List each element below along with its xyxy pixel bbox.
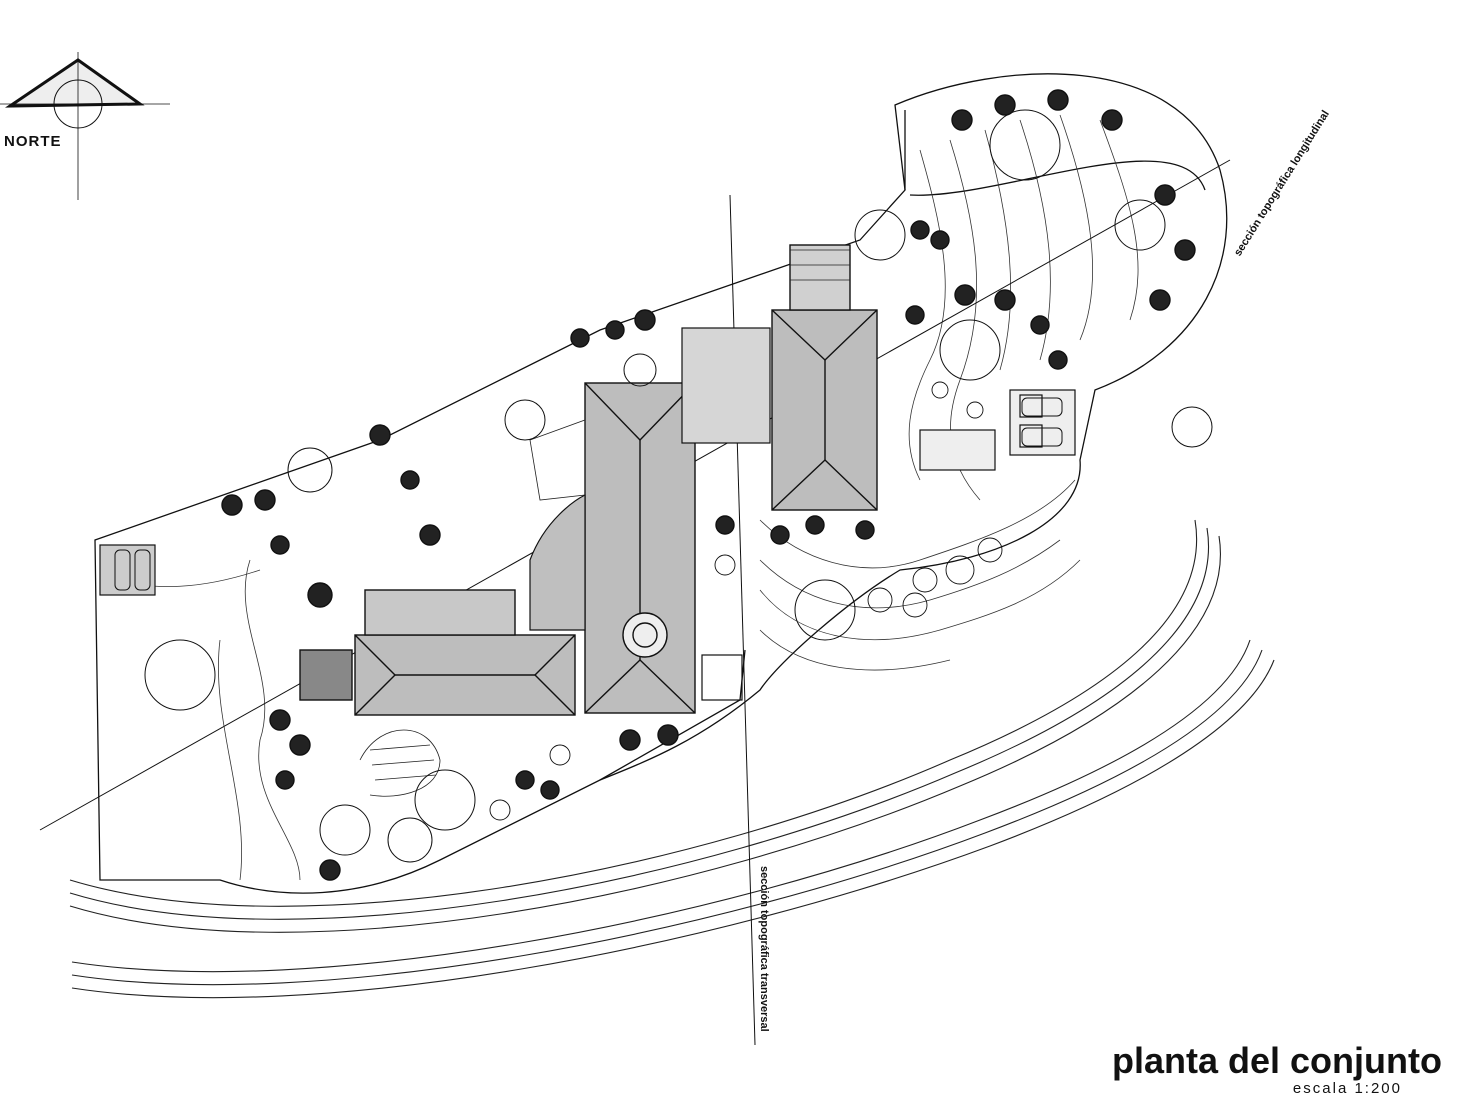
stairs xyxy=(359,249,850,797)
palm-trees xyxy=(221,89,1196,881)
shrubs xyxy=(489,381,1003,821)
north-arrow-icon xyxy=(0,52,170,200)
main-building-roof xyxy=(584,382,696,714)
north-label: NORTE xyxy=(4,133,62,150)
transversal-section-label: sección topográfica transversal xyxy=(758,866,770,1032)
road xyxy=(69,519,1275,999)
auxiliary-structures xyxy=(99,327,1076,701)
west-building-roof xyxy=(299,589,576,716)
parking xyxy=(114,397,1063,591)
plan-scale: escala 1:200 xyxy=(1292,1080,1402,1097)
topographic-contours xyxy=(99,114,1139,881)
east-building-roof xyxy=(771,244,878,511)
tree-canopies xyxy=(144,109,1213,863)
plan-title: planta del conjunto xyxy=(1112,1040,1442,1081)
